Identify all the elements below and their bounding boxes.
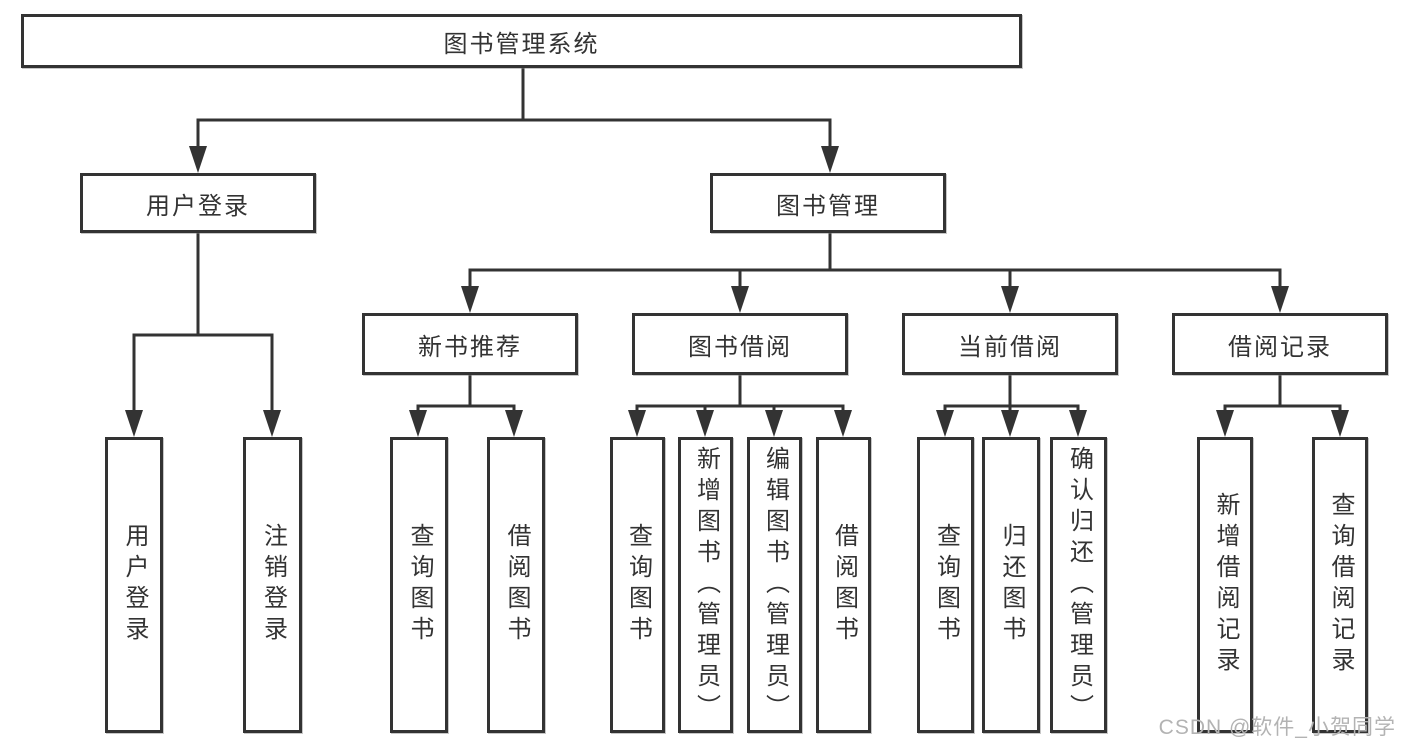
leaf-borrowing-borrow-books: 借阅图书 (816, 437, 871, 733)
leaf-newbook-borrow-books: 借阅图书 (487, 437, 545, 733)
node-new-book-recommendation: 新书推荐 (362, 313, 578, 375)
node-borrowing-records: 借阅记录 (1172, 313, 1388, 375)
arrowhead-icons (125, 146, 1349, 437)
leaf-user-login: 用户登录 (105, 437, 163, 733)
leaf-borrowing-edit-books-admin: 编辑图书（管理员） (747, 437, 802, 733)
leaf-current-query-books: 查询图书 (917, 437, 974, 733)
csdn-watermark: CSDN @软件_小贺同学 (1158, 716, 1396, 739)
node-user-login: 用户登录 (80, 173, 316, 233)
leaf-logout: 注销登录 (243, 437, 302, 733)
node-book-management: 图书管理 (710, 173, 946, 233)
leaf-records-add-record: 新增借阅记录 (1197, 437, 1253, 733)
node-library-management-system: 图书管理系统 (21, 14, 1022, 68)
leaf-current-confirm-return-admin: 确认归还（管理员） (1050, 437, 1107, 733)
leaf-current-return-books: 归还图书 (982, 437, 1040, 733)
leaf-newbook-query-books: 查询图书 (390, 437, 448, 733)
leaf-borrowing-add-books-admin: 新增图书（管理员） (678, 437, 733, 733)
node-book-borrowing: 图书借阅 (632, 313, 848, 375)
leaf-records-query-record: 查询借阅记录 (1312, 437, 1368, 733)
node-current-borrowing: 当前借阅 (902, 313, 1118, 375)
leaf-borrowing-query-books: 查询图书 (610, 437, 665, 733)
